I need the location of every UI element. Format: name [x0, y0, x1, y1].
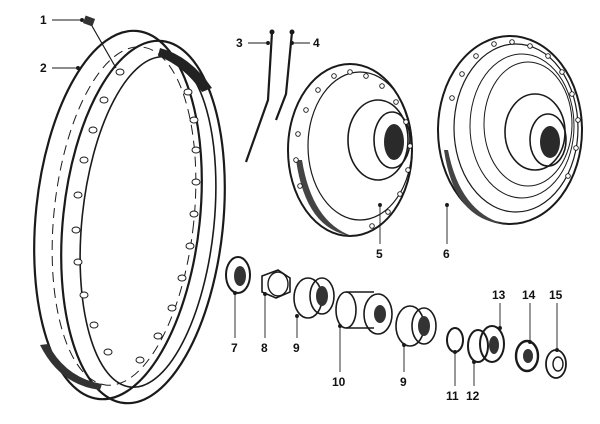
callout-1: 1 — [40, 13, 47, 27]
callout-11: 11 — [446, 389, 459, 403]
leader-lines — [52, 18, 559, 386]
callout-15: 15 — [549, 288, 563, 302]
part-hub-front — [287, 63, 413, 237]
callout-8: 8 — [261, 341, 268, 355]
callout-14: 14 — [522, 288, 536, 302]
part-14-nut — [514, 339, 540, 373]
callout-9b: 9 — [400, 375, 407, 389]
part-9-bearing-b — [395, 305, 437, 347]
part-spokes — [244, 29, 295, 163]
callout-12: 12 — [466, 389, 480, 403]
part-rim — [33, 29, 226, 405]
callout-labels: 1 2 3 4 5 6 7 8 9 10 9 11 12 13 14 15 — [40, 13, 563, 403]
callout-5: 5 — [376, 247, 383, 261]
part-8-spacer — [261, 269, 291, 299]
part-9-bearing-a — [293, 277, 335, 319]
part-11-ring — [446, 327, 464, 353]
callout-10: 10 — [332, 375, 346, 389]
callout-9a: 9 — [293, 341, 300, 355]
callout-4: 4 — [313, 36, 320, 50]
callout-13: 13 — [492, 288, 506, 302]
part-7-seal — [225, 256, 251, 294]
callout-2: 2 — [40, 61, 47, 75]
callout-3: 3 — [236, 36, 243, 50]
callout-6: 6 — [443, 247, 450, 261]
part-nipple — [82, 15, 117, 69]
part-15-cap — [545, 349, 567, 379]
part-12-washer — [467, 329, 489, 363]
part-hub-rear — [437, 35, 583, 225]
part-13-collar — [479, 325, 505, 363]
callout-7: 7 — [231, 341, 238, 355]
part-10-spacer-tube — [335, 291, 393, 335]
